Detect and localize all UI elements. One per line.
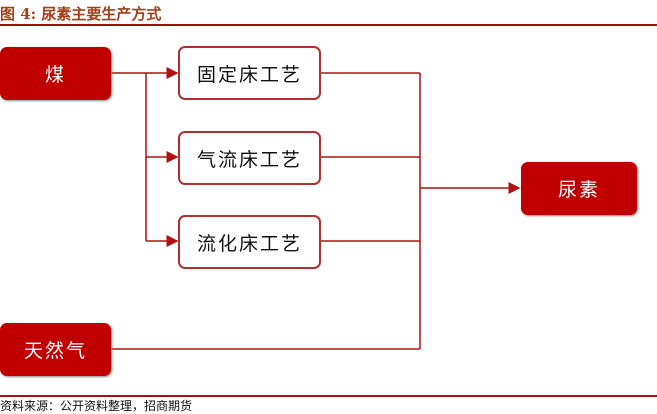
natural-gas-box: 天然气 [0,323,111,376]
process-fixed-bed: 固定床工艺 [178,46,321,100]
bottom-divider [0,395,657,397]
title-divider [0,24,657,26]
process-fluidized-bed: 流化床工艺 [178,215,321,269]
figure-title: 图 4: 尿素主要生产方式 [0,5,162,23]
urea-box: 尿素 [521,162,637,215]
process-entrained-flow: 气流床工艺 [178,131,321,185]
source-note: 资料来源：公开资料整理，招商期货 [0,399,193,413]
coal-box: 煤 [0,47,111,100]
